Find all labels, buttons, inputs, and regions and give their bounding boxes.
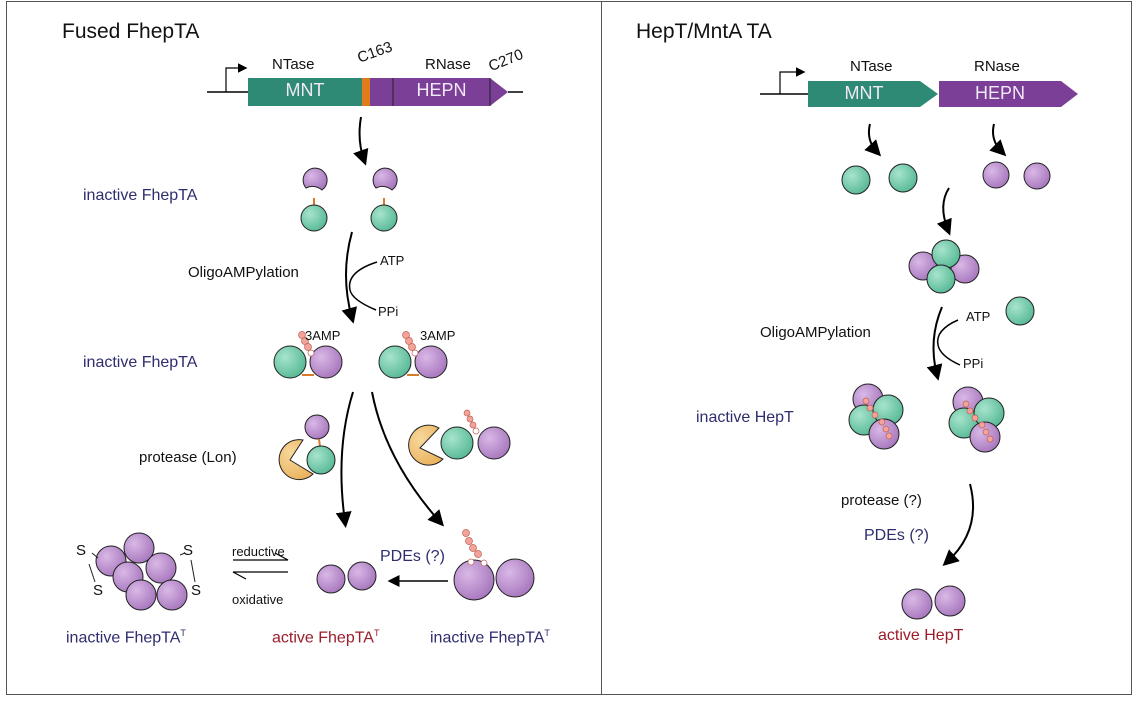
ppi-label-right: PPi (963, 356, 984, 371)
active-hept-label: active HepT (878, 627, 964, 644)
oxidative-label: oxidative (232, 592, 284, 607)
3amp-label-1: 3AMP (305, 328, 341, 343)
arrow-protease-path (335, 391, 354, 528)
inactive-fhepta-t-oligomer-label: inactive FhepTAT (66, 628, 186, 647)
mnt-label-right: MNT (844, 83, 884, 103)
ppi-label: PPi (378, 304, 399, 319)
active-fhepta-t-label: active FhepTAT (272, 628, 380, 647)
mnt-domain (248, 78, 362, 106)
oligoampylation-label-right: OligoAMPylation (760, 324, 871, 341)
hept-mnta-tetramer (908, 239, 980, 294)
inactive-fhepta-label-2: inactive FhepTA (83, 354, 198, 371)
oligoampylation-label: OligoAMPylation (188, 264, 299, 281)
arrow-translation (353, 116, 369, 166)
arrow-oligoampylation (341, 231, 358, 324)
linker-segment (362, 78, 370, 106)
pde-label-left: PDEs (?) (380, 548, 445, 565)
active-fhepta-dimer (316, 561, 377, 594)
hept-mnta-operon (760, 67, 1078, 107)
inactive-hept-label: inactive HepT (696, 409, 794, 426)
disulfide-oligomer (88, 532, 196, 611)
redox-equilibrium-arrows (232, 552, 289, 580)
hepn-gene (939, 81, 1078, 107)
mnt-gene (808, 81, 938, 107)
pde-label-right: PDEs (?) (864, 527, 929, 544)
ntase-label: NTase (272, 56, 315, 73)
active-hept-dimer (901, 585, 966, 620)
sulfur-atom-3: S (183, 542, 194, 559)
arrow-release-path (371, 391, 444, 527)
rnase-label: RNase (425, 56, 471, 73)
free-mnt-antitoxins (841, 163, 918, 195)
left-panel-title: Fused FhepTA (62, 20, 200, 43)
inactive-fhepta-t-modified-label: inactive FhepTAT (430, 628, 550, 647)
sulfur-atom-4: S (191, 582, 202, 599)
lon-protease-icon (278, 439, 314, 481)
hept-mnta-panel (601, 1, 1132, 695)
fused-gene-construct (207, 63, 523, 106)
right-panel-title: HepT/MntA TA (636, 20, 772, 43)
arrow-oligoampylation-right (926, 306, 943, 381)
lon-protease-complex-2 (408, 409, 511, 466)
hepn-domain (370, 78, 508, 106)
free-hept-toxins (982, 161, 1051, 190)
protease-lon-label: protease (Lon) (139, 449, 237, 466)
rnase-label-right: RNase (974, 58, 1020, 75)
sulfur-atom-2: S (93, 582, 104, 599)
ntase-label-right: NTase (850, 58, 893, 75)
sulfur-atom-1: S (76, 542, 87, 559)
reductive-label: reductive (232, 544, 285, 559)
modified-fhepta-dimer (453, 529, 535, 601)
hepn-label-right: HEPN (974, 83, 1025, 103)
inactive-fhepta-complexes (300, 167, 398, 232)
atp-label: ATP (380, 253, 405, 268)
oligoampylated-fhepta-complexes (273, 331, 448, 379)
hepn-label: HEPN (416, 80, 467, 100)
arrow-activation-right (942, 483, 974, 567)
free-mnt-antitoxin (1005, 296, 1035, 326)
protease-unknown-label: protease (?) (841, 492, 922, 509)
lon-protease-complex-1 (278, 414, 336, 481)
inactive-hept-complexes (848, 383, 1005, 453)
inactive-fhepta-label-1: inactive FhepTA (83, 187, 198, 204)
mnt-label: MNT (285, 80, 325, 100)
atp-label-right: ATP (966, 309, 991, 324)
3amp-label-2: 3AMP (420, 328, 456, 343)
